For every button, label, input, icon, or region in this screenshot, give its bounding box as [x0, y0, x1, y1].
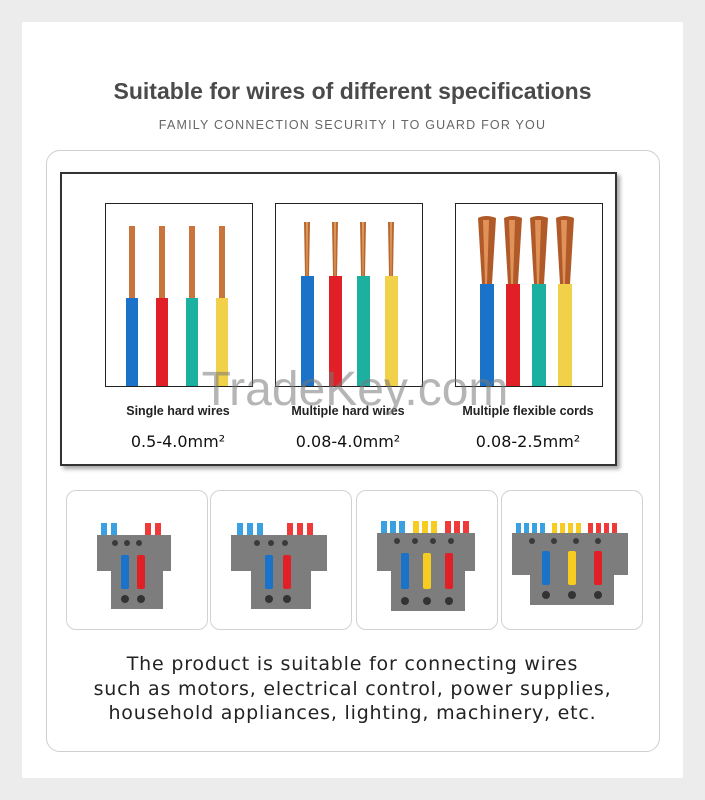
wire-range-value: 0.08-2.5mm² [475, 432, 581, 451]
single-hard-wires-illustration [126, 226, 228, 386]
connector-card-3x12 [501, 490, 643, 630]
single-hard-wires-image [105, 203, 253, 387]
connector-3x12-image [512, 523, 628, 605]
multiple-hard-wires-illustration [301, 222, 398, 386]
wire-type-label: Single hard wires [126, 404, 230, 418]
multiple-flexible-cords-illustration [478, 216, 574, 386]
product-description: The product is suitable for connecting w… [60, 652, 645, 726]
description-line: household appliances, lighting, machiner… [108, 702, 597, 724]
connector-2x6-image [231, 523, 327, 609]
description-line: The product is suitable for connecting w… [126, 653, 579, 675]
wire-type-label: Multiple flexible cords [462, 404, 594, 418]
multiple-flexible-cords-image [455, 203, 603, 387]
connector-card-2x4 [66, 490, 208, 630]
page-title: Suitable for wires of different specific… [113, 78, 592, 104]
wire-range-value: 0.08-4.0mm² [295, 432, 401, 451]
multiple-hard-wires-image [275, 203, 423, 387]
page-subtitle: FAMILY CONNECTION SECURITY I TO GUARD FO… [158, 118, 547, 132]
wire-type-label: Multiple hard wires [291, 404, 405, 418]
connector-3x9-image [377, 521, 475, 611]
description-line: such as motors, electrical control, powe… [93, 677, 612, 700]
connector-2x4-image [97, 523, 171, 609]
wire-range-value: 0.5-4.0mm² [130, 432, 226, 451]
connector-card-2x6 [210, 490, 352, 630]
connector-card-3x9 [356, 490, 498, 630]
